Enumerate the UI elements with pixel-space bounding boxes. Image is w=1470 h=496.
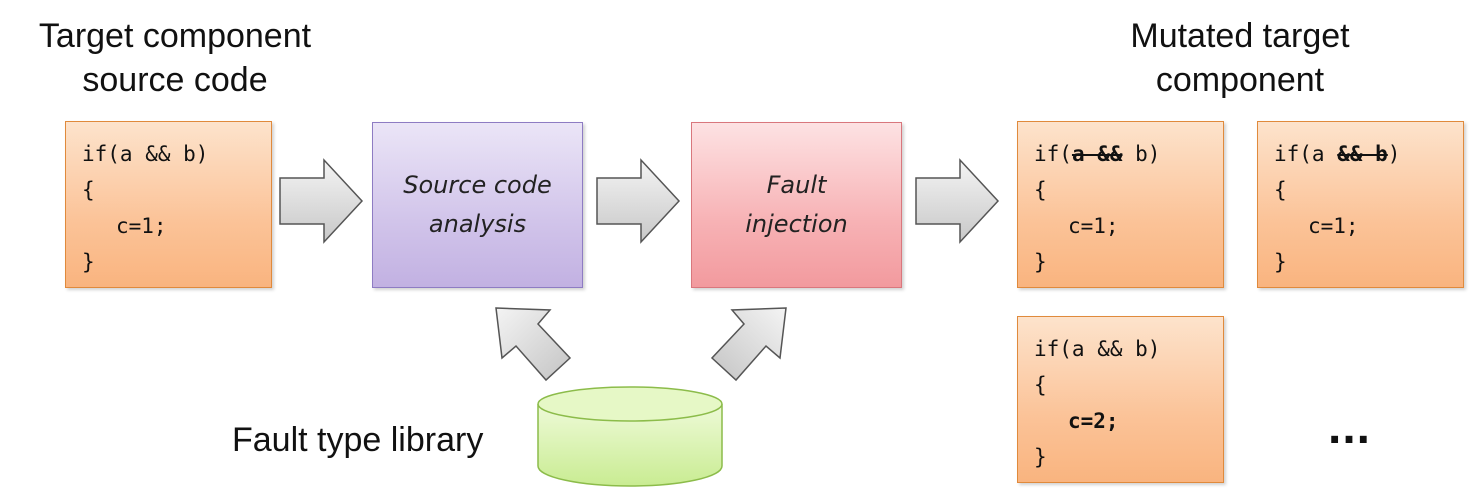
fault-injection-box: Fault injection [691, 122, 902, 288]
code-line: { [1034, 178, 1047, 202]
source-code-heading: Target component source code [14, 14, 336, 102]
removed-code: && b [1337, 142, 1388, 166]
code-suffix: b) [1122, 142, 1161, 166]
mutated-heading-line1: Mutated target [1130, 17, 1350, 55]
database-icon [537, 386, 723, 487]
code-line: if(a && b) [82, 142, 209, 166]
mutant-code-box-1: if(a && b) { c=1; } [1017, 121, 1224, 288]
code-line: { [1274, 178, 1287, 202]
arrow-right-icon [279, 158, 364, 244]
analysis-label-line1: Source code [403, 171, 552, 199]
removed-code: a && [1071, 142, 1123, 166]
mutant-code-box-2: if(a && b) { c=1; } [1257, 121, 1464, 288]
arrow-right-icon [915, 158, 1000, 244]
source-code-analysis-box: Source code analysis [372, 122, 583, 288]
fault-type-library-label: Fault type library [232, 421, 484, 459]
mutated-component-heading: Mutated target component [1090, 14, 1390, 102]
code-line: { [82, 178, 95, 202]
code-line: } [1034, 250, 1047, 274]
code-line: { [1034, 373, 1047, 397]
code-prefix: if(a [1274, 142, 1338, 166]
arrow-up-right-icon [710, 307, 787, 382]
ellipsis: ... [1328, 401, 1372, 454]
mutated-heading-line2: component [1155, 61, 1325, 99]
code-line: } [82, 250, 95, 274]
source-code-heading-line1: Target component [38, 17, 312, 55]
code-line: c=1; [1308, 214, 1359, 238]
code-line: if(a && b) [1274, 136, 1463, 172]
code-line: c=1; [116, 214, 167, 238]
mutated-code-line: c=2; [1068, 409, 1119, 433]
injection-label-line2: injection [745, 210, 848, 238]
source-code-box: if(a && b) { c=1; } [65, 121, 272, 288]
source-code-heading-line2: source code [82, 61, 268, 99]
code-line: if(a && b) [1034, 136, 1223, 172]
code-prefix: if( [1034, 142, 1072, 166]
mutant-code-box-3: if(a && b) { c=2; } [1017, 316, 1224, 483]
injection-label-line1: Fault [766, 171, 827, 199]
arrow-right-icon [596, 158, 681, 244]
code-suffix: ) [1387, 142, 1401, 166]
code-line: if(a && b) [1034, 337, 1161, 361]
code-line: c=1; [1068, 214, 1119, 238]
code-line: } [1034, 445, 1047, 469]
code-line: } [1274, 250, 1287, 274]
arrow-up-left-icon [495, 307, 572, 382]
analysis-label-line2: analysis [428, 210, 527, 238]
